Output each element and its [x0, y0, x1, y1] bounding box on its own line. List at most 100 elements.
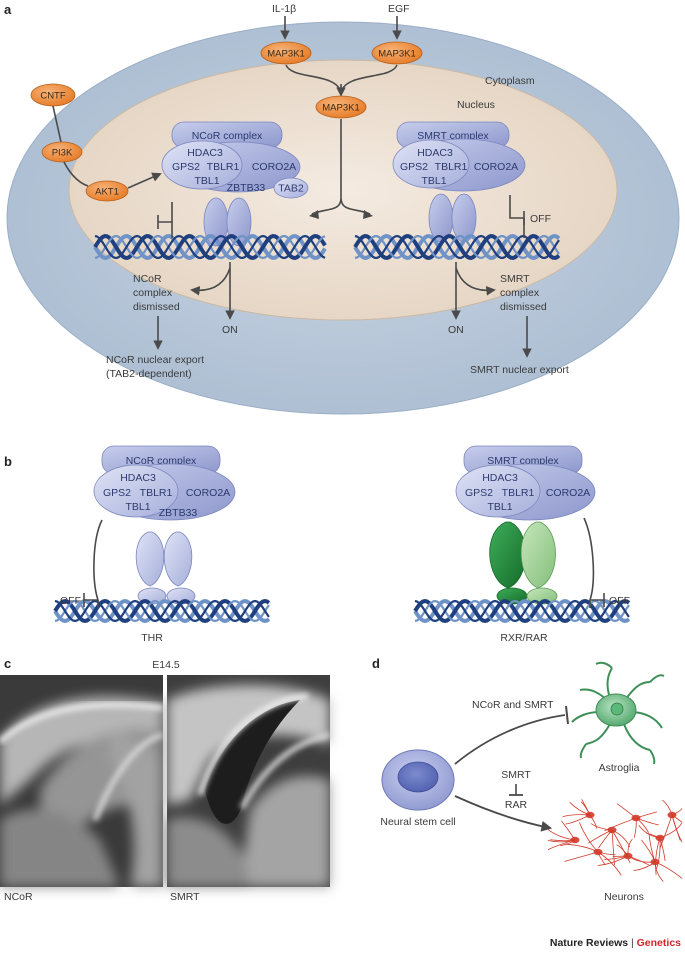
svg-text:TBLR1: TBLR1	[502, 487, 535, 499]
neuron-soma	[570, 836, 580, 844]
svg-text:HDAC3: HDAC3	[187, 147, 223, 159]
neuron-soma	[585, 811, 595, 819]
svg-text:CORO2A: CORO2A	[546, 487, 590, 499]
panel-label-c: c	[4, 656, 11, 671]
smrt-micrograph	[167, 675, 331, 887]
smrt-complex-b: SMRT complex HDAC3 GPS2 TBLR1 TBL1 CORO2…	[455, 445, 596, 605]
svg-text:GPS2: GPS2	[400, 161, 428, 173]
ncor-export-2: (TAB2-dependent)	[106, 368, 192, 380]
ncor-complex-b: NCoR complex HDAC3 GPS2 TBLR1 TBL1 CORO2…	[93, 445, 236, 605]
smrt-d-label: SMRT	[501, 769, 531, 781]
dna-strand	[353, 233, 561, 261]
ncor-dismissed-1: NCoR	[133, 273, 162, 285]
dna-strand	[93, 233, 327, 261]
neurite	[655, 837, 661, 871]
svg-text:TBLR1: TBLR1	[435, 161, 468, 173]
neurons-label: Neurons	[604, 891, 644, 903]
cytoplasm-label: Cytoplasm	[485, 75, 535, 87]
akt1-arrow	[127, 172, 162, 189]
pi3k-to-akt1-line	[63, 161, 89, 187]
map3k1-merge-lines	[285, 64, 398, 93]
neuron-arrow	[454, 795, 553, 832]
journal-footer: Nature Reviews | Genetics	[550, 937, 681, 949]
neurite	[604, 817, 637, 832]
svg-text:CNTF: CNTF	[40, 91, 66, 102]
svg-text:ZBTB33: ZBTB33	[159, 507, 198, 519]
neurite	[547, 829, 576, 841]
dna-helix-a-right	[353, 233, 561, 261]
dna-strand	[94, 234, 326, 259]
panel-label-b: b	[4, 454, 12, 469]
svg-text:CORO2A: CORO2A	[474, 161, 518, 173]
ncor-on-label: ON	[222, 324, 238, 336]
dna-strand	[353, 233, 561, 261]
neuron-soma	[593, 848, 603, 856]
dna-strand	[414, 599, 630, 623]
neurite	[564, 843, 599, 853]
ncor-micrograph-label: NCoR	[4, 891, 33, 903]
ncor-dismiss-arrow	[190, 267, 231, 296]
journal-separator: |	[628, 937, 637, 949]
svg-text:TAB2: TAB2	[278, 183, 304, 195]
svg-text:ZBTB33: ZBTB33	[227, 182, 266, 194]
svg-text:TBL1: TBL1	[421, 175, 446, 187]
map3k1-pill-nuclear: MAP3K1	[315, 95, 367, 119]
ncor-and-smrt-label: NCoR and SMRT	[472, 699, 554, 711]
smrt-dismissed-2: complex	[500, 287, 540, 299]
smrt-dismissed-1: SMRT	[500, 273, 530, 285]
dna-strand	[54, 599, 270, 623]
neurite	[611, 829, 615, 866]
svg-text:TBL1: TBL1	[487, 501, 512, 513]
cntf-to-pi3k-line	[52, 105, 62, 143]
smrt-b-repression	[583, 517, 605, 607]
svg-text:MAP3K1: MAP3K1	[378, 49, 416, 60]
journal-name: Nature Reviews	[550, 937, 628, 949]
svg-text:GPS2: GPS2	[103, 487, 131, 499]
neurite	[587, 829, 613, 844]
svg-text:PI3K: PI3K	[52, 148, 73, 159]
svg-text:MAP3K1: MAP3K1	[322, 103, 360, 114]
smrt-micrograph-label: SMRT	[170, 891, 200, 903]
neuron-soma	[623, 852, 633, 860]
ncor-dismissed-3: dismissed	[133, 301, 180, 313]
nucleus-label: Nucleus	[457, 99, 495, 111]
neurite	[641, 839, 656, 863]
off-label-a: OFF	[530, 213, 551, 225]
svg-text:TBLR1: TBLR1	[140, 487, 173, 499]
svg-text:TBLR1: TBLR1	[207, 161, 240, 173]
panel-label-d: d	[372, 656, 380, 671]
svg-text:HDAC3: HDAC3	[482, 472, 518, 484]
dna-strand	[354, 234, 560, 259]
ncor-micrograph	[0, 675, 164, 887]
neurite	[564, 851, 599, 862]
smrt-on-label: ON	[448, 324, 464, 336]
map3k1-pill-left: MAP3K1	[260, 41, 312, 65]
svg-text:TBL1: TBL1	[194, 175, 219, 187]
neural-stem-cell	[381, 749, 455, 811]
svg-text:TBL1: TBL1	[125, 501, 150, 513]
neuron-soma	[655, 834, 665, 842]
journal-section: Genetics	[637, 937, 682, 949]
dna-helix-a-left	[93, 233, 327, 261]
rxr-rar-label: RXR/RAR	[500, 632, 548, 644]
dna-helix-b-left	[53, 598, 271, 624]
svg-text:CORO2A: CORO2A	[252, 161, 296, 173]
astroglia-repression-bar	[565, 705, 569, 725]
egf-label: EGF	[388, 3, 410, 15]
akt1-pill: AKT1	[85, 180, 129, 202]
smrt-dismissed-3: dismissed	[500, 301, 547, 313]
dna-strand	[54, 599, 270, 623]
dna-helix-b-right	[413, 598, 631, 624]
off-label-b-left: OFF	[60, 595, 81, 607]
rar-label: RAR	[505, 799, 528, 811]
smrt-dismiss-arrow	[455, 267, 496, 296]
neuron-soma	[650, 858, 660, 866]
split-arrowhead-right	[363, 210, 373, 219]
svg-text:AKT1: AKT1	[95, 187, 119, 198]
neurite	[648, 833, 656, 863]
astroglia-label: Astroglia	[599, 762, 640, 774]
neurons-cluster	[547, 799, 683, 882]
split-arrowhead-left	[309, 210, 319, 219]
neurite	[597, 851, 622, 876]
smrt-export-label: SMRT nuclear export	[470, 364, 569, 376]
